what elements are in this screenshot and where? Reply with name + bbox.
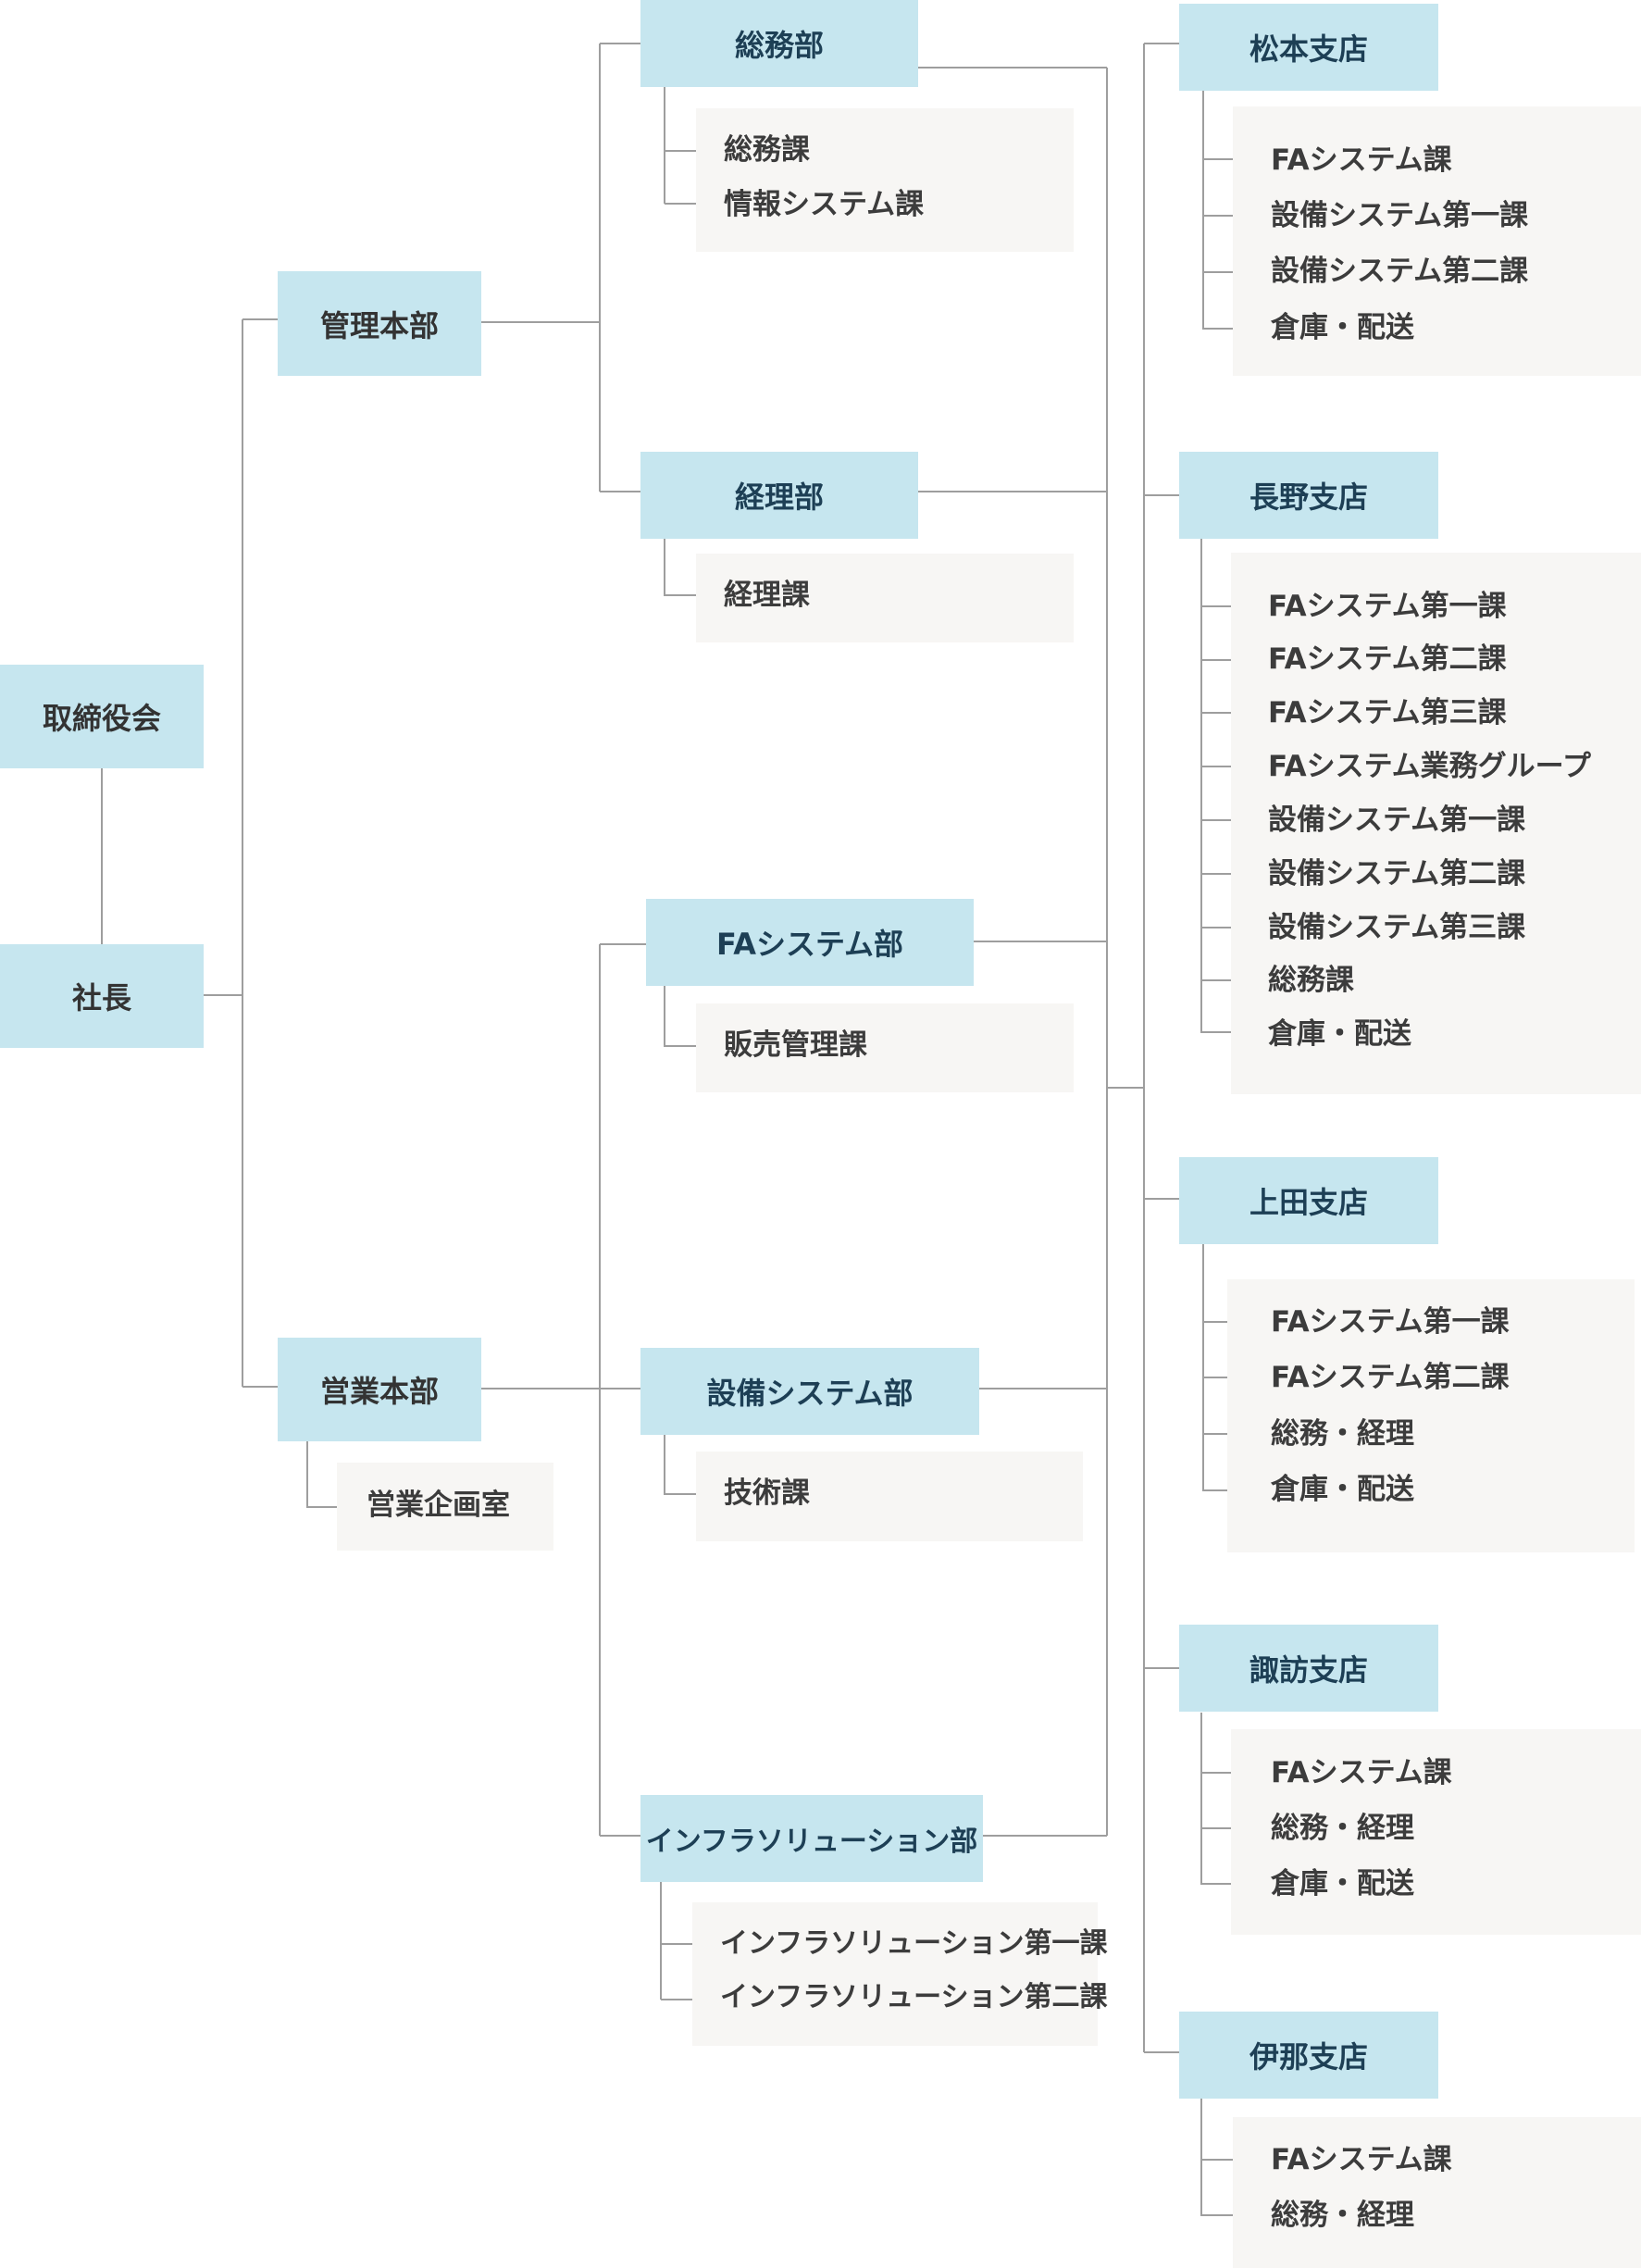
branch-section-item: 総務・経理 <box>1271 1417 1414 1451</box>
branch-section-item: 設備システム第二課 <box>1268 857 1526 891</box>
keiri-dept-node: 経理部 <box>640 452 918 539</box>
ueda-branch-node: 上田支店 <box>1179 1157 1438 1244</box>
branch-section-item: 倉庫・配送 <box>1271 1867 1414 1900</box>
fa-dept-label: FAシステム部 <box>716 927 903 962</box>
ina-branch-node: 伊那支店 <box>1179 2012 1438 2099</box>
branch-section-item: 総務・経理 <box>1271 1812 1414 1845</box>
setsubi-section-item: 技術課 <box>724 1477 810 1510</box>
branch-section-item: 総務課 <box>1268 964 1354 997</box>
suwa-branch-label: 諏訪支店 <box>1249 1652 1368 1688</box>
somu-dept-node: 総務部 <box>640 0 918 87</box>
matsumoto-branch-label: 松本支店 <box>1249 31 1368 67</box>
somu-dept-label: 総務部 <box>734 28 824 63</box>
sales-office-label: 営業企画室 <box>367 1489 510 1522</box>
admin-hq-label: 管理本部 <box>319 307 439 343</box>
branch-section-item: 設備システム第三課 <box>1268 911 1526 944</box>
somu-sections-panel <box>696 108 1074 252</box>
ueda-sections-panel <box>1227 1279 1635 1552</box>
infra-dept-label: インフラソリューション部 <box>645 1826 978 1858</box>
suwa-branch-node: 諏訪支店 <box>1179 1625 1438 1712</box>
setsubi-dept-label: 設備システム部 <box>706 1376 914 1411</box>
suwa-sections-panel <box>1231 1729 1641 1935</box>
branch-section-item: FAシステム課 <box>1271 2143 1452 2176</box>
admin-hq-node: 管理本部 <box>278 271 481 376</box>
branch-section-item: 倉庫・配送 <box>1268 1017 1411 1051</box>
branch-section-item: FAシステム業務グループ <box>1268 750 1591 783</box>
sales-hq-label: 営業本部 <box>319 1374 439 1409</box>
fa-dept-node: FAシステム部 <box>646 899 974 986</box>
setsubi-dept-node: 設備システム部 <box>640 1348 979 1435</box>
nagano-sections-panel <box>1231 553 1641 1094</box>
fa-section-item: 販売管理課 <box>724 1028 867 1062</box>
sales-hq-node: 営業本部 <box>278 1338 481 1441</box>
board-node: 取締役会 <box>0 665 204 768</box>
infra-dept-node: インフラソリューション部 <box>640 1795 983 1882</box>
branch-section-item: FAシステム第三課 <box>1268 696 1507 729</box>
infra-section-item: インフラソリューション第二課 <box>720 1981 1108 2013</box>
president-node: 社長 <box>0 944 204 1048</box>
keiri-dept-label: 経理部 <box>734 480 824 515</box>
infra-section-item: インフラソリューション第一課 <box>720 1927 1108 1960</box>
matsumoto-sections-panel <box>1233 106 1641 376</box>
branch-section-item: 倉庫・配送 <box>1271 311 1414 344</box>
branch-section-item: FAシステム第二課 <box>1271 1361 1510 1394</box>
board-label: 取締役会 <box>42 701 161 736</box>
nagano-branch-node: 長野支店 <box>1179 452 1438 539</box>
sales-office-panel <box>337 1463 553 1551</box>
fa-sections-panel <box>696 1003 1074 1092</box>
setsubi-sections-panel <box>696 1452 1083 1541</box>
ueda-branch-label: 上田支店 <box>1249 1185 1368 1220</box>
keiri-sections-panel <box>696 554 1074 642</box>
branch-section-item: FAシステム第一課 <box>1268 590 1507 623</box>
branch-section-item: FAシステム第二課 <box>1268 642 1507 676</box>
branch-section-item: 設備システム第二課 <box>1271 255 1529 288</box>
ina-branch-label: 伊那支店 <box>1249 2039 1368 2075</box>
infra-sections-panel <box>692 1902 1098 2046</box>
branch-section-item: FAシステム課 <box>1271 143 1452 177</box>
branch-section-item: 総務・経理 <box>1271 2199 1414 2232</box>
branch-section-item: 設備システム第一課 <box>1271 199 1529 232</box>
ina-sections-panel <box>1233 2117 1641 2268</box>
somu-section-item: 情報システム課 <box>724 188 925 221</box>
branch-section-item: FAシステム課 <box>1271 1756 1452 1789</box>
keiri-section-item: 経理課 <box>724 579 810 612</box>
matsumoto-branch-node: 松本支店 <box>1179 4 1438 91</box>
nagano-branch-label: 長野支店 <box>1249 480 1368 515</box>
branch-section-item: 倉庫・配送 <box>1271 1473 1414 1506</box>
branch-section-item: 設備システム第一課 <box>1268 804 1526 837</box>
somu-section-item: 総務課 <box>724 133 810 167</box>
branch-section-item: FAシステム第一課 <box>1271 1305 1510 1339</box>
president-label: 社長 <box>71 980 131 1016</box>
